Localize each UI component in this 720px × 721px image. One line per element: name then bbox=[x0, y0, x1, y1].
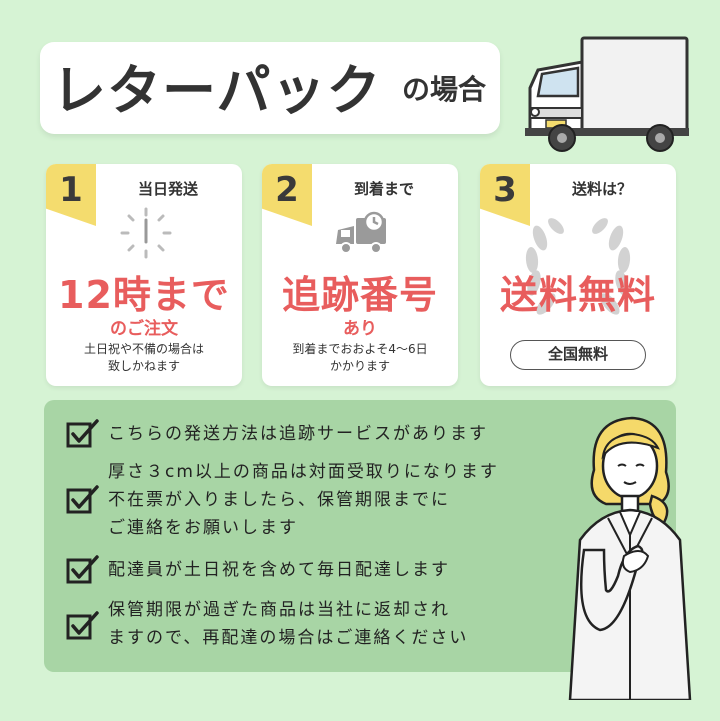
info-panel bbox=[44, 400, 676, 672]
page-title: レターパック bbox=[52, 59, 382, 122]
card-red-text: あり bbox=[343, 319, 377, 339]
delivery-truck-icon bbox=[336, 211, 386, 254]
card-heading: 送料は？ bbox=[571, 180, 632, 198]
card-tracking: 2 到着まで 追跡番号 あり 到着までおおよそ4〜6日 かかります bbox=[262, 164, 458, 386]
checkbox-icon bbox=[66, 611, 99, 640]
card-highlight: 12時まで bbox=[58, 273, 230, 317]
list-item-text: 保管期限が過ぎた商品は当社に返却され ますので、再配達の場合はご連絡ください bbox=[108, 600, 469, 648]
page-subtitle: の場合 bbox=[402, 73, 487, 106]
card-number: 2 bbox=[275, 170, 299, 210]
card-number: 3 bbox=[493, 170, 517, 210]
list-item-text: 配達員が土日祝を含めて毎日配達します bbox=[108, 560, 450, 580]
card-heading: 到着まで bbox=[353, 180, 414, 198]
checkbox-icon bbox=[66, 555, 99, 584]
card-red-text: のご注文 bbox=[110, 319, 178, 339]
list-item: 厚さ３cm以上の商品は対面受取りになります 不在票が入りましたら、保管期限までに… bbox=[66, 458, 499, 542]
clock-icon bbox=[120, 207, 172, 259]
checkbox-icon bbox=[66, 485, 99, 514]
truck-icon bbox=[525, 36, 689, 152]
title-banner bbox=[40, 42, 500, 134]
laurel-wreath-icon bbox=[525, 218, 631, 315]
staff-illustration bbox=[568, 416, 692, 700]
list-item: 配達員が土日祝を含めて毎日配達します bbox=[66, 555, 450, 584]
card-shipping-fee: 3 送料は？ 送料無料 全国無料 bbox=[480, 164, 676, 386]
card-highlight: 送料無料 bbox=[499, 273, 656, 317]
card-heading: 当日発送 bbox=[137, 180, 198, 198]
list-item-text: こちらの発送方法は追跡サービスがあります bbox=[108, 424, 488, 444]
card-number: 1 bbox=[59, 170, 83, 210]
card-same-day-shipping: 1 当日発送 12時まで のご注文 土日祝や不備の場合は 致しかねます bbox=[46, 164, 242, 386]
card-note: 土日祝や不備の場合は 致しかねます bbox=[83, 342, 204, 373]
list-item: こちらの発送方法は追跡サービスがあります bbox=[66, 419, 488, 448]
list-item: 保管期限が過ぎた商品は当社に返却され ますので、再配達の場合はご連絡ください bbox=[66, 596, 468, 652]
list-item-text: 厚さ３cm以上の商品は対面受取りになります 不在票が入りましたら、保管期限までに… bbox=[108, 462, 499, 538]
card-highlight: 追跡番号 bbox=[281, 273, 438, 317]
nationwide-free-badge: 全国無料 bbox=[510, 340, 646, 370]
checkbox-icon bbox=[66, 419, 99, 448]
card-note: 到着までおおよそ4〜6日 かかります bbox=[292, 342, 428, 373]
